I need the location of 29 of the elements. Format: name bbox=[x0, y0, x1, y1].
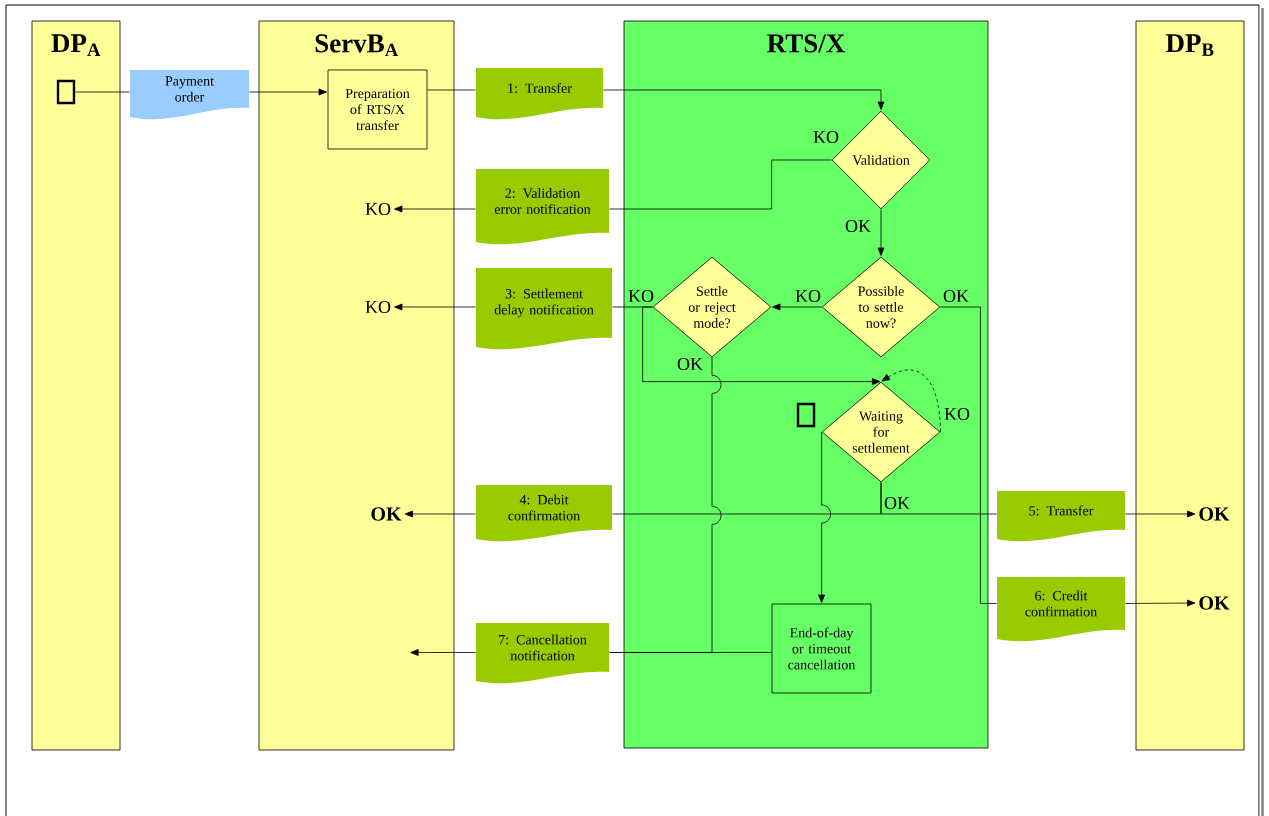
status-text: OK bbox=[371, 507, 402, 521]
arrow bbox=[642, 306, 881, 385]
status-text: OK bbox=[1199, 507, 1230, 521]
process-box: Preparation of RTS/X transfer bbox=[327, 69, 428, 150]
status-text: OK bbox=[1199, 596, 1230, 610]
arrow bbox=[818, 431, 831, 603]
arrow bbox=[1125, 599, 1196, 607]
arrow bbox=[881, 369, 941, 433]
connector-line bbox=[74, 91, 130, 93]
arrow bbox=[404, 510, 476, 518]
arrow bbox=[249, 88, 327, 96]
connector-line bbox=[427, 89, 476, 91]
arrow bbox=[877, 209, 885, 256]
status-text: KO bbox=[365, 202, 391, 216]
status-text: KO bbox=[365, 300, 391, 314]
connector-line bbox=[609, 159, 832, 210]
square-symbol bbox=[56, 79, 76, 105]
connector-line bbox=[880, 482, 997, 515]
square-symbol bbox=[796, 402, 816, 428]
arrow bbox=[394, 303, 476, 311]
arrow bbox=[410, 649, 476, 656]
process-box: End-of-day or timeout cancellation bbox=[771, 603, 872, 694]
arrow bbox=[1125, 510, 1196, 518]
swimlane: DP$_{A}$ bbox=[31, 20, 121, 751]
connector-line bbox=[940, 306, 997, 604]
arrow bbox=[394, 205, 476, 213]
connector-line bbox=[609, 652, 772, 653]
arrow bbox=[603, 89, 885, 110]
arrow bbox=[772, 303, 822, 311]
